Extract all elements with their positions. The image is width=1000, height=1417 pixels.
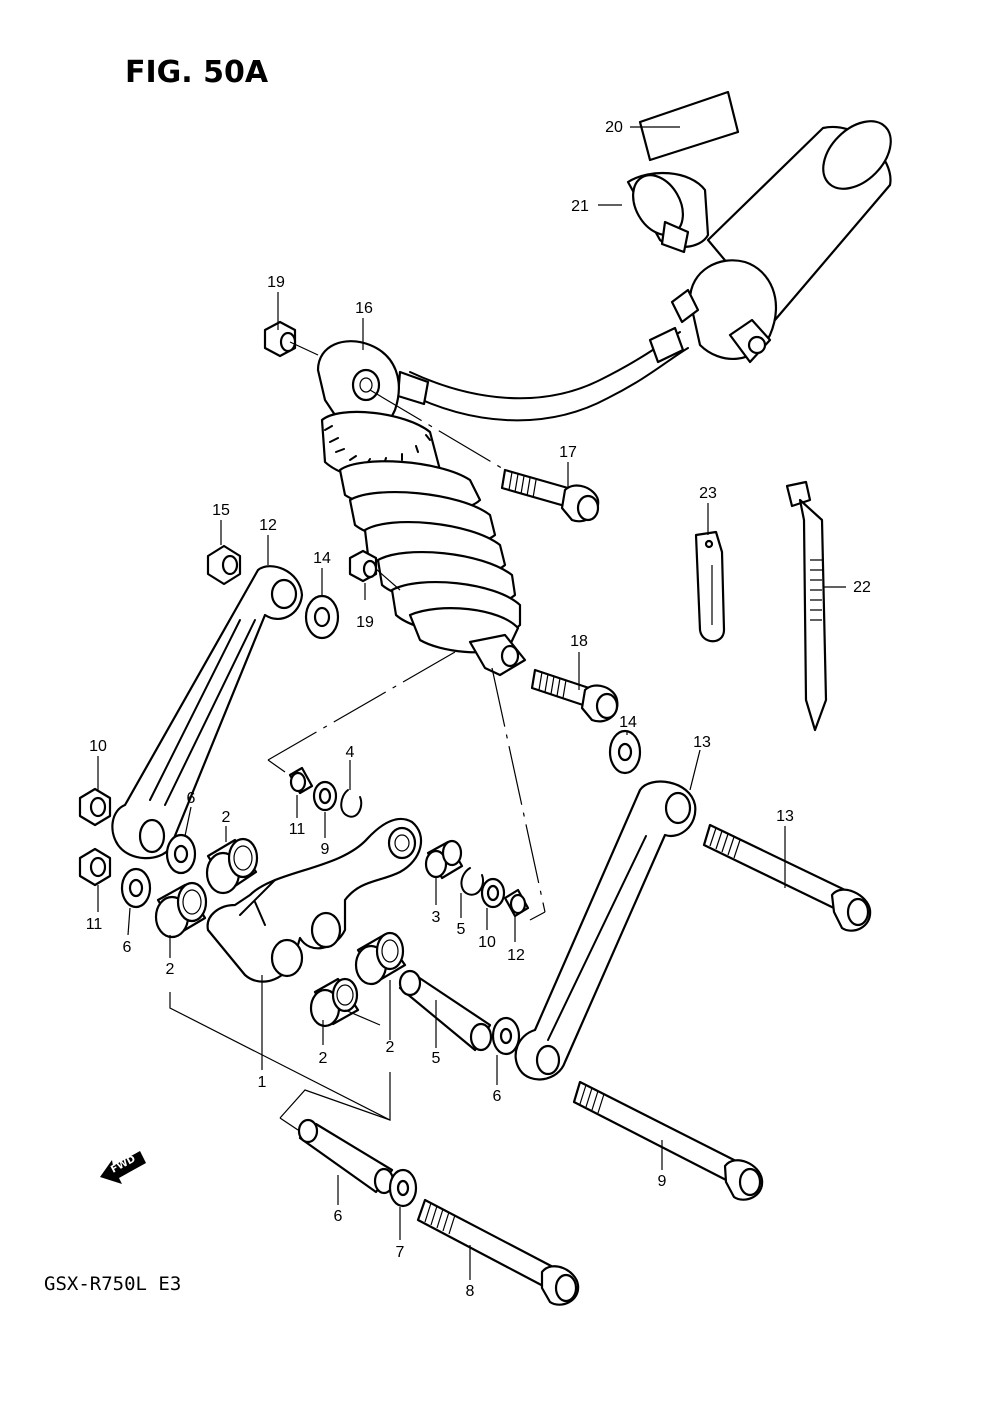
callout-labels: 20 21 19 16 17 23 22 15 12 14 19 18 14 1…: [86, 119, 871, 1300]
part-19-nut-lower: [348, 549, 378, 583]
part-14-washer-left: [304, 594, 340, 640]
part-17-bolt: [500, 468, 600, 523]
callout-20: 20: [605, 119, 623, 136]
callout-9-upper: 10: [89, 738, 107, 755]
part-22-cable-tie: [785, 480, 828, 732]
part-10-seal-right: [480, 877, 506, 909]
part-2-bearing-d: [309, 977, 360, 1028]
callout-10-right: 10: [478, 934, 496, 951]
callout-23: 23: [699, 485, 717, 502]
assembly-lines: [169, 341, 546, 1131]
part-4-circlip-left: [340, 789, 363, 818]
part-8-bolt: [572, 1080, 764, 1201]
part-6-washer-d: [388, 1168, 418, 1208]
callout-4-right: 5: [457, 921, 466, 938]
callout-11-left: 11: [289, 821, 306, 838]
callout-15: 15: [212, 502, 230, 519]
callout-21: 21: [571, 198, 589, 215]
part-14-washer-right: [608, 729, 642, 775]
part-23-band: [694, 530, 726, 643]
callout-2-b: 2: [166, 961, 175, 978]
callout-18: 18: [570, 633, 588, 650]
callout-10-left: 9: [321, 841, 330, 858]
part-12-tie-rod-left: [111, 565, 304, 860]
part-5-spacer-upper: [398, 969, 493, 1052]
part-1-cushion-lever: [206, 817, 422, 983]
reservoir-tank: [670, 120, 892, 364]
part-13-bolt: [702, 823, 872, 932]
part-10-seal-left: [312, 780, 338, 812]
part-18-bolt: [530, 668, 619, 723]
callout-11-right: 12: [507, 947, 525, 964]
part-9-nut-upper: [78, 787, 112, 827]
part-6-washer-b: [120, 867, 152, 909]
callout-12-right: 13: [693, 734, 711, 751]
callout-6-c: 6: [493, 1088, 502, 1105]
part-16-shock-absorber: [316, 340, 527, 677]
part-7-bolt: [416, 1198, 580, 1306]
part-12-tie-rod-right: [514, 780, 697, 1081]
part-20-pad: [638, 90, 740, 162]
part-11-bushing-right: [503, 888, 530, 918]
part-2-bearing-a: [205, 837, 259, 895]
part-11-bushing-left: [288, 766, 314, 795]
callout-2-a: 2: [222, 809, 231, 826]
part-6-washer-a: [165, 833, 197, 875]
callout-3: 3: [432, 909, 441, 926]
callout-6-d: 7: [396, 1244, 405, 1261]
model-code: GSX-R750L E3: [44, 1273, 181, 1295]
callout-2-c: 2: [319, 1050, 328, 1067]
reservoir-hose: [396, 326, 689, 422]
callout-19-upper: 19: [267, 274, 285, 291]
callout-2-d: 2: [386, 1039, 395, 1056]
part-3-bushing: [424, 839, 464, 880]
callout-17: 17: [559, 444, 577, 461]
callout-1: 1: [258, 1074, 267, 1091]
part-5-spacer-lower: [297, 1118, 395, 1195]
callout-5-lower: 6: [334, 1208, 343, 1225]
part-9-nut-lower: [78, 847, 112, 887]
figure-title: FIG. 50A: [125, 55, 269, 90]
callout-14-right: 14: [619, 714, 637, 731]
part-2-bearing-b: [154, 881, 208, 939]
callout-9-lower: 11: [86, 916, 103, 933]
part-21-clamp: [626, 171, 710, 254]
callout-7: 8: [466, 1283, 475, 1300]
part-6-washer-c: [491, 1016, 521, 1056]
part-19-nut-upper: [263, 320, 297, 358]
leader-lines: [97, 126, 846, 1280]
callout-4-left: 4: [346, 744, 355, 761]
callout-16: 16: [355, 300, 373, 317]
callout-6-b: 6: [123, 939, 132, 956]
part-4-circlip-right: [460, 867, 484, 896]
callout-19-lower: 19: [356, 614, 374, 631]
callout-12-left: 12: [259, 517, 277, 534]
callout-13: 13: [776, 808, 794, 825]
part-2-bearing-c: [354, 931, 407, 986]
callout-8: 9: [658, 1173, 667, 1190]
part-15-nut: [206, 544, 242, 586]
callout-6-a: 6: [187, 790, 196, 807]
callout-14-left: 14: [313, 550, 331, 567]
callout-5-upper: 5: [432, 1050, 441, 1067]
callout-22: 22: [853, 579, 871, 596]
fwd-arrow: FWD: [100, 1151, 146, 1184]
